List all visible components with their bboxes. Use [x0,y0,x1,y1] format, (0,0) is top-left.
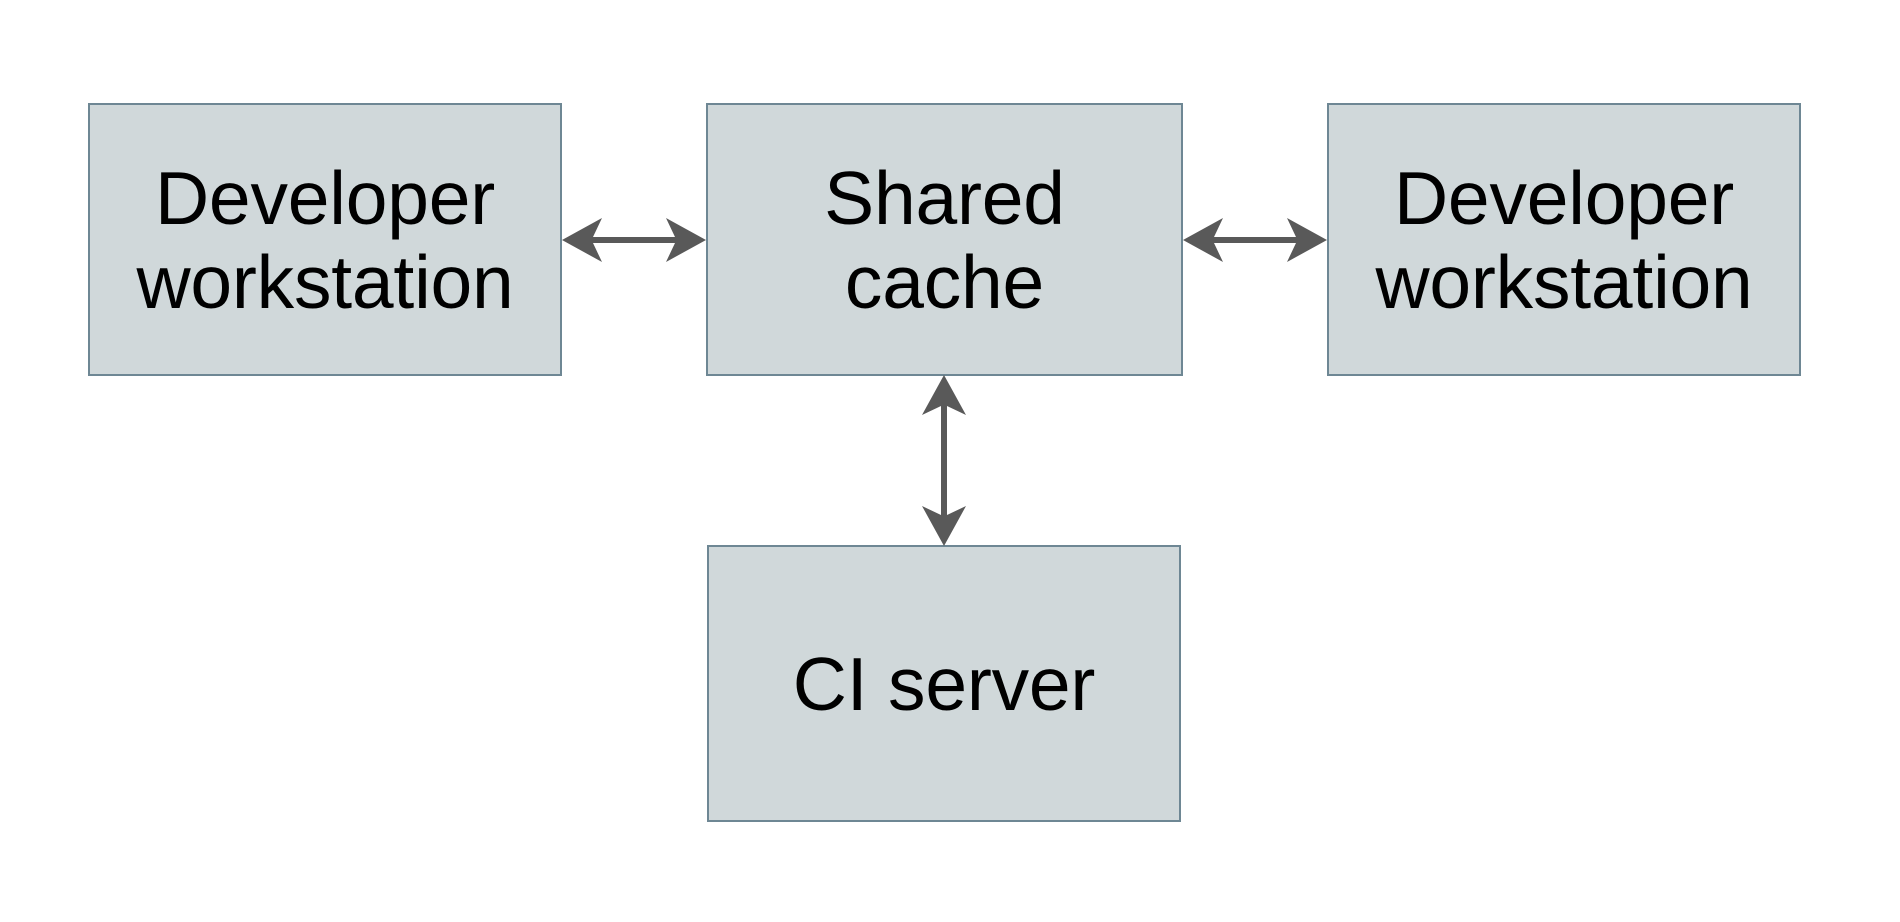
node-shared-cache[interactable]: Shared cache [706,103,1183,376]
node-developer-workstation-left[interactable]: Developer workstation [88,103,562,376]
node-label: Developer workstation [1375,155,1753,324]
edge-shared-cache-to-developer-workstation-right[interactable] [1177,196,1333,284]
edge-shared-cache-to-ci-server[interactable] [900,370,988,551]
double-headed-arrow-icon [562,218,706,262]
double-headed-arrow-icon [922,375,966,546]
edge-developer-workstation-left-to-shared-cache[interactable] [556,196,712,284]
double-headed-arrow-icon [1183,218,1327,262]
node-label: Shared cache [824,155,1065,324]
node-ci-server[interactable]: CI server [707,545,1181,822]
node-label: CI server [792,641,1096,726]
node-developer-workstation-right[interactable]: Developer workstation [1327,103,1801,376]
node-label: Developer workstation [136,155,514,324]
